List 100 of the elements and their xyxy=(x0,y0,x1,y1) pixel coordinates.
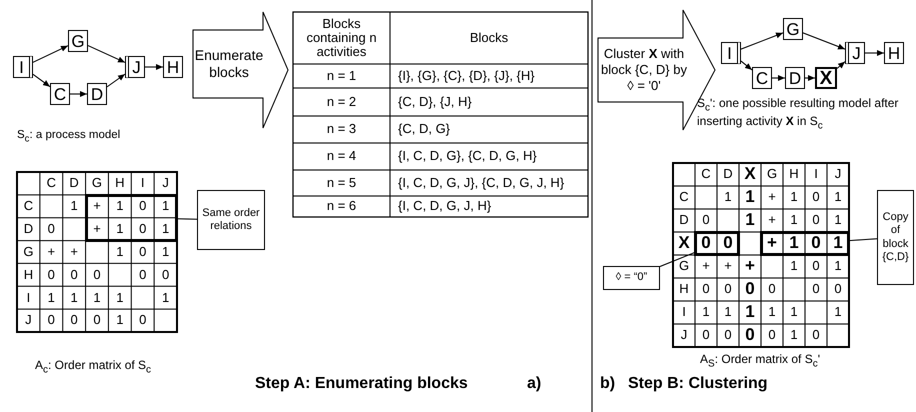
row-label: J xyxy=(24,311,33,330)
matrix-value: 0 xyxy=(810,232,822,254)
row-label: C xyxy=(22,197,34,216)
leader-line xyxy=(176,218,198,220)
column-header: G xyxy=(766,165,778,184)
row-label: C xyxy=(678,188,690,206)
arrow xyxy=(70,91,88,97)
caption: A$_{S}$: Order matrix of S$_{c}$' xyxy=(700,352,820,370)
activity-box: H xyxy=(163,56,183,78)
activity-box: X xyxy=(815,67,837,89)
column-header: C xyxy=(46,174,57,192)
step-heading: Step B: Clustering xyxy=(628,374,768,394)
matrix-value: + xyxy=(767,188,777,206)
matrix-value: 0 xyxy=(138,311,148,330)
matrix-value: 0 xyxy=(767,280,777,298)
column-header: D xyxy=(68,174,80,192)
matrix-value: 1 xyxy=(723,188,733,206)
arrow xyxy=(740,60,752,70)
matrix-value: 0 xyxy=(700,232,712,254)
matrix-value: 1 xyxy=(92,288,102,307)
row-label: n = 6 xyxy=(326,197,358,216)
panel-letter: b) xyxy=(600,374,616,394)
matrix-value: 1 xyxy=(789,188,799,206)
matrix-value: 0 xyxy=(138,220,148,238)
row-label: H xyxy=(678,280,690,298)
arrow xyxy=(32,45,68,63)
block-list: {I, C, D, G}, {C, D, G, H} xyxy=(390,143,588,170)
matrix-value: 0 xyxy=(811,257,821,276)
matrix-value: 0 xyxy=(92,266,102,284)
matrix-value: 1 xyxy=(744,186,756,208)
matrix-value: 1 xyxy=(789,303,799,322)
matrix-value: 0 xyxy=(722,232,734,254)
row-label: I xyxy=(681,303,687,322)
block-list: {C, D, G} xyxy=(390,116,588,143)
matrix-value: 0 xyxy=(70,311,79,330)
matrix-value: 0 xyxy=(744,278,756,300)
matrix-value: + xyxy=(92,197,102,216)
row-label: X xyxy=(677,232,691,254)
matrix-value: 0 xyxy=(92,311,102,330)
row-label: G xyxy=(22,242,34,261)
matrix-value: 1 xyxy=(767,303,777,322)
caption: S$_{c}$: a process model xyxy=(17,128,120,146)
step-heading: Step A: Enumerating blocks xyxy=(255,374,468,394)
matrix-value: 1 xyxy=(833,257,843,276)
activity-box: J xyxy=(125,56,145,78)
matrix-value: 1 xyxy=(833,211,843,230)
matrix-value: 1 xyxy=(833,188,843,206)
column-header: H xyxy=(114,174,126,192)
block-list: {I, C, D, G, J, H} xyxy=(390,196,588,217)
arrow xyxy=(864,50,884,56)
arrow xyxy=(836,61,846,70)
matrix-value: + xyxy=(46,242,56,261)
matrix-value: 0 xyxy=(811,211,821,230)
matrix-value: 0 xyxy=(811,188,821,206)
matrix-value: 0 xyxy=(138,266,148,284)
matrix-value: + xyxy=(723,257,733,276)
matrix-value: + xyxy=(767,211,777,230)
activity-box: J xyxy=(845,42,865,64)
matrix-value: 0 xyxy=(723,326,733,344)
row-label: D xyxy=(678,211,690,230)
column-header: I xyxy=(813,165,819,184)
matrix-value: 1 xyxy=(789,211,799,230)
activity-box: H xyxy=(884,42,904,64)
highlight-frame xyxy=(694,231,740,256)
column-header: Blocks xyxy=(468,28,510,47)
activity-box: G xyxy=(68,30,88,52)
matrix-value: 0 xyxy=(701,280,711,298)
matrix-value: 0 xyxy=(723,280,733,298)
matrix-value: 1 xyxy=(833,303,843,322)
matrix-value: 0 xyxy=(833,280,843,298)
arrow xyxy=(802,32,846,50)
block-arrow: Enumerate blocks xyxy=(193,12,288,128)
matrix-value: 0 xyxy=(46,311,56,330)
arrow xyxy=(144,64,164,70)
block-list: {I, C, D, G, J}, {C, D, G, J, H} xyxy=(390,170,588,196)
callout-box: ◊ = “0” xyxy=(603,266,660,290)
column-header: X xyxy=(743,163,757,186)
matrix-value: 1 xyxy=(70,288,79,307)
block-list: {C, D}, {J, H} xyxy=(390,88,588,116)
matrix-value: 0 xyxy=(138,242,148,261)
activity-box: G xyxy=(783,18,803,40)
row-label: n = 5 xyxy=(326,174,358,192)
column-header: H xyxy=(788,165,800,184)
activity-box: C xyxy=(752,67,772,89)
matrix-value: 0 xyxy=(811,326,821,344)
arrow xyxy=(88,45,126,63)
arrow xyxy=(106,74,126,88)
activity-box: D xyxy=(785,67,805,89)
matrix-value: 1 xyxy=(160,288,170,307)
arrow xyxy=(32,74,50,88)
matrix-value: 1 xyxy=(115,197,124,216)
row-label: n = 1 xyxy=(326,66,358,85)
caption: A$_{c}$: Order matrix of S$_{c}$ xyxy=(35,358,152,376)
matrix-value: 1 xyxy=(160,242,170,261)
matrix-value: 0 xyxy=(767,326,777,344)
row-label: D xyxy=(22,220,34,238)
leader-line xyxy=(660,252,696,267)
matrix-value: 1 xyxy=(744,209,756,232)
matrix-value: 1 xyxy=(115,220,124,238)
matrix-value: + xyxy=(766,232,778,254)
